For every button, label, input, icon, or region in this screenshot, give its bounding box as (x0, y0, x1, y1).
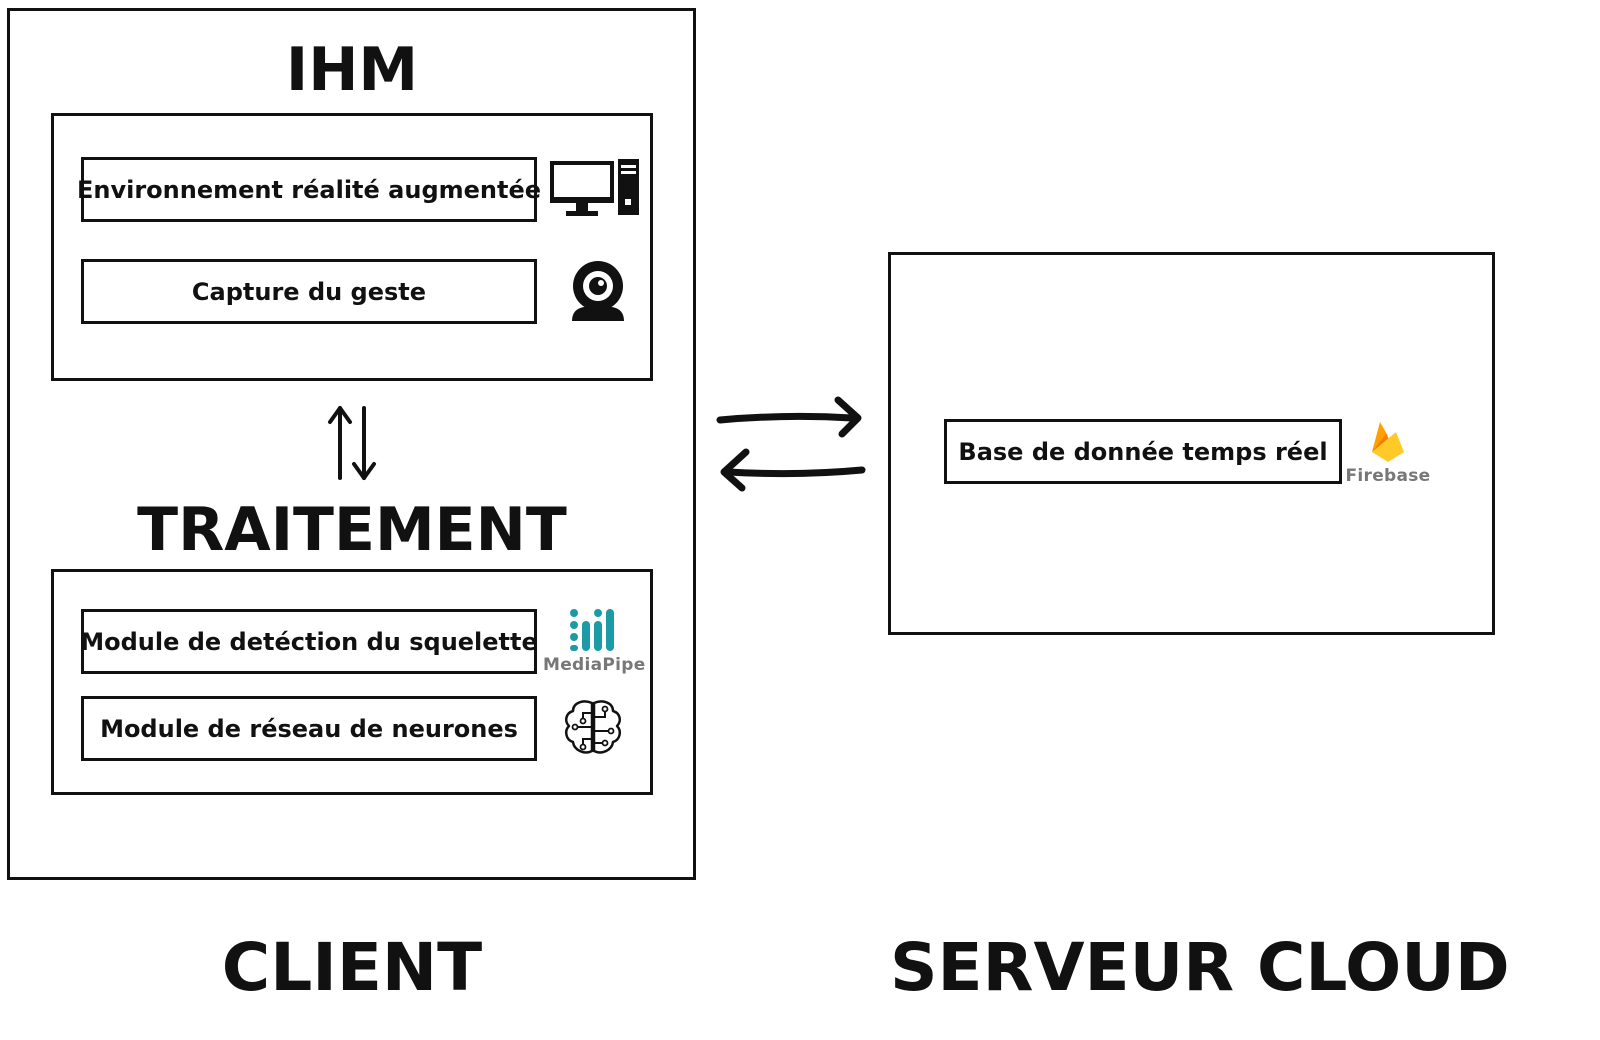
skeleton-detection-box: Module de detéction du squelette (80, 609, 538, 674)
realtime-database-box: Base de donnée temps réel (944, 419, 1342, 484)
mediapipe-logo (566, 607, 620, 653)
mediapipe-logo-text: MediaPipe (543, 655, 646, 675)
firebase-logo-text: Firebase (1345, 466, 1431, 486)
firebase-logo (1366, 418, 1410, 466)
desktop-computer-icon (548, 157, 642, 221)
ihm-title: IHM (285, 35, 419, 105)
client-label: CLIENT (221, 929, 483, 1006)
gesture-capture-box: Capture du geste (81, 259, 537, 324)
webcam-icon (568, 259, 628, 325)
vertical-bidirectional-arrows (320, 402, 384, 484)
traitement-group (51, 569, 653, 795)
traitement-title: TRAITEMENT (137, 495, 567, 565)
server-label: SERVEUR CLOUD (890, 929, 1510, 1006)
neural-network-box: Module de réseau de neurones (81, 696, 537, 761)
ihm-group (51, 113, 653, 381)
ar-environment-box: Environnement réalité augmentée (77, 157, 541, 222)
horizontal-bidirectional-arrows (712, 390, 872, 500)
brain-circuit-icon (561, 697, 625, 759)
